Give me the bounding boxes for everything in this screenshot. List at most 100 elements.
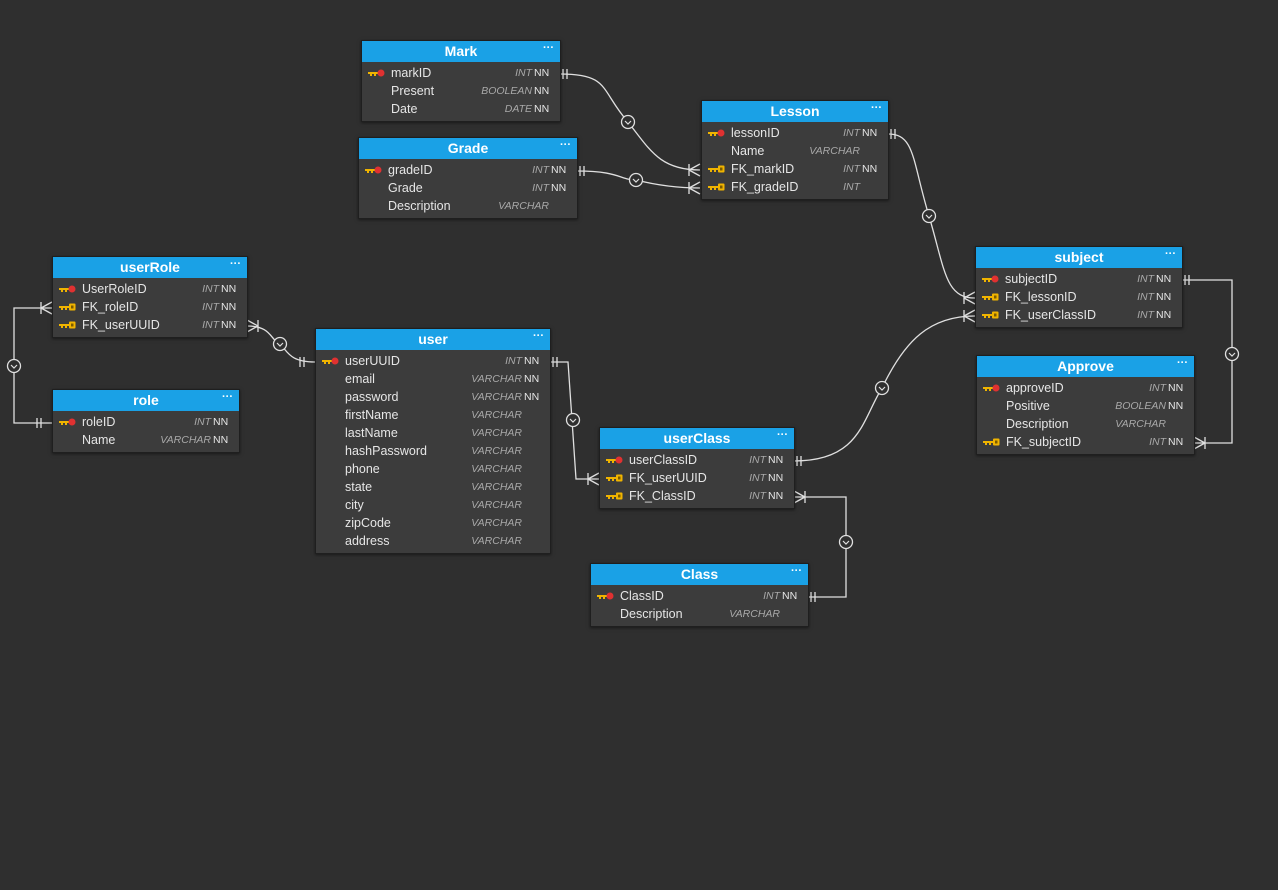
table-header[interactable]: subject ··· xyxy=(976,247,1182,268)
column-name: FK_subjectID xyxy=(1006,435,1082,449)
column-name: FK_roleID xyxy=(82,300,139,314)
table-header[interactable]: Mark··· xyxy=(362,41,560,62)
column-name: Grade xyxy=(388,181,423,195)
column-type: VARCHAR xyxy=(471,391,522,403)
table-header[interactable]: Class··· xyxy=(591,564,808,585)
column-not-null: NN xyxy=(524,355,540,367)
table-menu-icon[interactable]: ··· xyxy=(791,565,802,577)
many-marker xyxy=(40,307,53,315)
column-type: VARCHAR xyxy=(471,445,522,457)
table-menu-icon[interactable]: ··· xyxy=(1177,357,1188,369)
column-name: ClassID xyxy=(620,589,664,603)
column-name: userClassID xyxy=(629,453,698,467)
column-name: zipCode xyxy=(345,516,391,530)
table-menu-icon[interactable]: ··· xyxy=(543,42,554,54)
column-not-null: NN xyxy=(534,103,550,115)
table-title: Approve xyxy=(1057,358,1114,374)
many-marker xyxy=(793,496,806,504)
table-header[interactable]: role··· xyxy=(53,390,239,411)
table-menu-icon[interactable]: ··· xyxy=(777,429,788,441)
table-header[interactable]: userClass··· xyxy=(600,428,794,449)
column-name: gradeID xyxy=(388,163,433,177)
table-menu-icon[interactable]: ··· xyxy=(871,102,882,114)
table-header[interactable]: Lesson··· xyxy=(702,101,888,122)
table-menu-icon[interactable]: ··· xyxy=(230,258,241,270)
column-name: FK_ClassID xyxy=(629,489,696,503)
column-type: INT xyxy=(1137,309,1154,321)
table-menu-icon[interactable]: ··· xyxy=(560,139,571,151)
table-header[interactable]: userRole··· xyxy=(53,257,247,278)
foreign-key-icon xyxy=(606,492,623,500)
many-marker xyxy=(587,478,600,486)
column-name: hashPassword xyxy=(345,444,427,458)
many-marker xyxy=(963,315,976,323)
column-name: approveID xyxy=(1006,381,1064,395)
many-marker xyxy=(793,490,806,498)
table-menu-icon[interactable]: ··· xyxy=(533,330,544,342)
column-name: subjectID xyxy=(1005,272,1058,286)
table-menu-icon[interactable]: ··· xyxy=(222,391,233,403)
foreign-key-icon xyxy=(606,474,623,482)
table-title: subject xyxy=(1054,249,1104,265)
column-name: Date xyxy=(391,102,418,116)
table-header[interactable]: Grade··· xyxy=(359,138,577,159)
table-header[interactable]: Approve ··· xyxy=(977,356,1194,377)
table-header[interactable]: user··· xyxy=(316,329,550,350)
column-row[interactable]: hashPassword VARCHAR xyxy=(316,442,550,460)
column-name: lessonID xyxy=(731,126,780,140)
table-menu-icon[interactable]: ··· xyxy=(1165,248,1176,260)
primary-key-icon xyxy=(982,275,999,283)
column-name: phone xyxy=(345,462,380,476)
foreign-key-icon xyxy=(59,303,76,311)
column-type: VARCHAR xyxy=(471,427,522,439)
